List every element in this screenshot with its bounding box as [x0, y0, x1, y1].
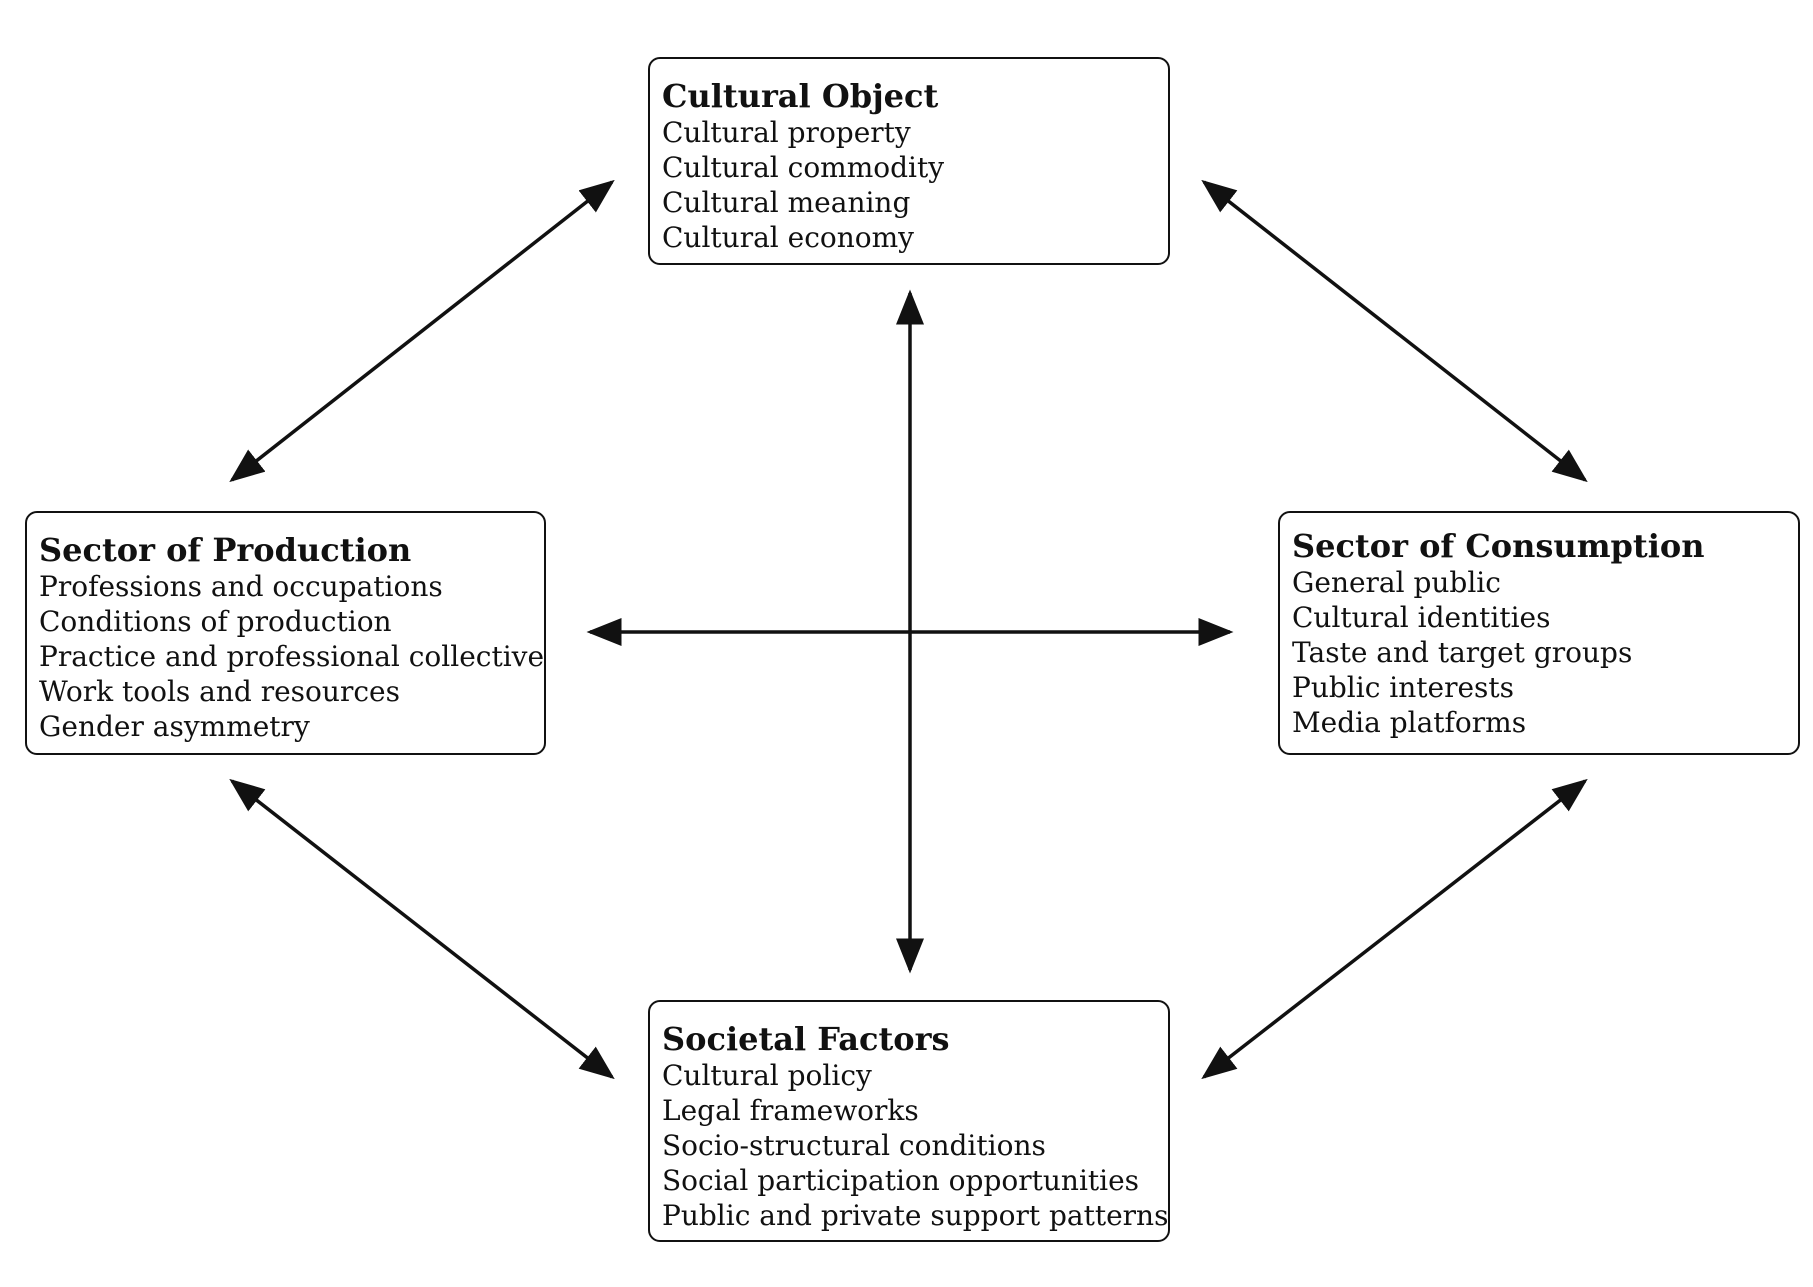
node-title: Cultural Object [662, 77, 939, 115]
node-item: Gender asymmetry [39, 710, 310, 743]
node-item: Media platforms [1292, 706, 1527, 739]
cultural-object-box: Cultural Object Cultural property Cultur… [648, 57, 1170, 265]
arrow-object-consumption [1201, 179, 1588, 483]
node-item-list: Professions and occupations Conditions o… [39, 569, 546, 744]
node-item-list: Cultural property Cultural commodity Cul… [662, 115, 1156, 255]
sector-of-consumption-box: Sector of Consumption General public Cul… [1278, 511, 1800, 755]
node-item: Practice and professional collectives [39, 640, 546, 673]
node-item: Cultural economy [662, 221, 914, 254]
sector-of-production-box: Sector of Production Professions and occ… [25, 511, 546, 755]
node-item: Conditions of production [39, 605, 392, 638]
node-item: Social participation opportunities [662, 1164, 1140, 1197]
node-title: Sector of Consumption [1292, 527, 1705, 565]
node-item: Work tools and resources [39, 675, 400, 708]
node-item: Public interests [1292, 671, 1515, 704]
node-item-list: Cultural policy Legal frameworks Socio-s… [662, 1058, 1169, 1233]
node-title: Sector of Production [39, 531, 412, 569]
arrow-production-societal [229, 778, 615, 1080]
node-item: General public [1292, 566, 1501, 599]
arrow-societal-consumption [1201, 778, 1588, 1080]
node-item: Cultural policy [662, 1059, 872, 1092]
node-item: Cultural commodity [662, 151, 945, 184]
node-item-list: General public Cultural identities Taste… [1292, 565, 1786, 740]
node-item: Professions and occupations [39, 570, 443, 603]
node-item: Cultural identities [1292, 601, 1551, 634]
arrow-production-object [229, 179, 615, 483]
node-item: Cultural meaning [662, 186, 911, 219]
node-item: Taste and target groups [1292, 636, 1633, 669]
node-item: Cultural property [662, 116, 911, 149]
node-item: Socio-structural conditions [662, 1129, 1046, 1162]
node-item: Public and private support patterns [662, 1199, 1169, 1232]
societal-factors-box: Societal Factors Cultural policy Legal f… [648, 1000, 1170, 1242]
node-item: Legal frameworks [662, 1094, 919, 1127]
node-title: Societal Factors [662, 1020, 950, 1058]
